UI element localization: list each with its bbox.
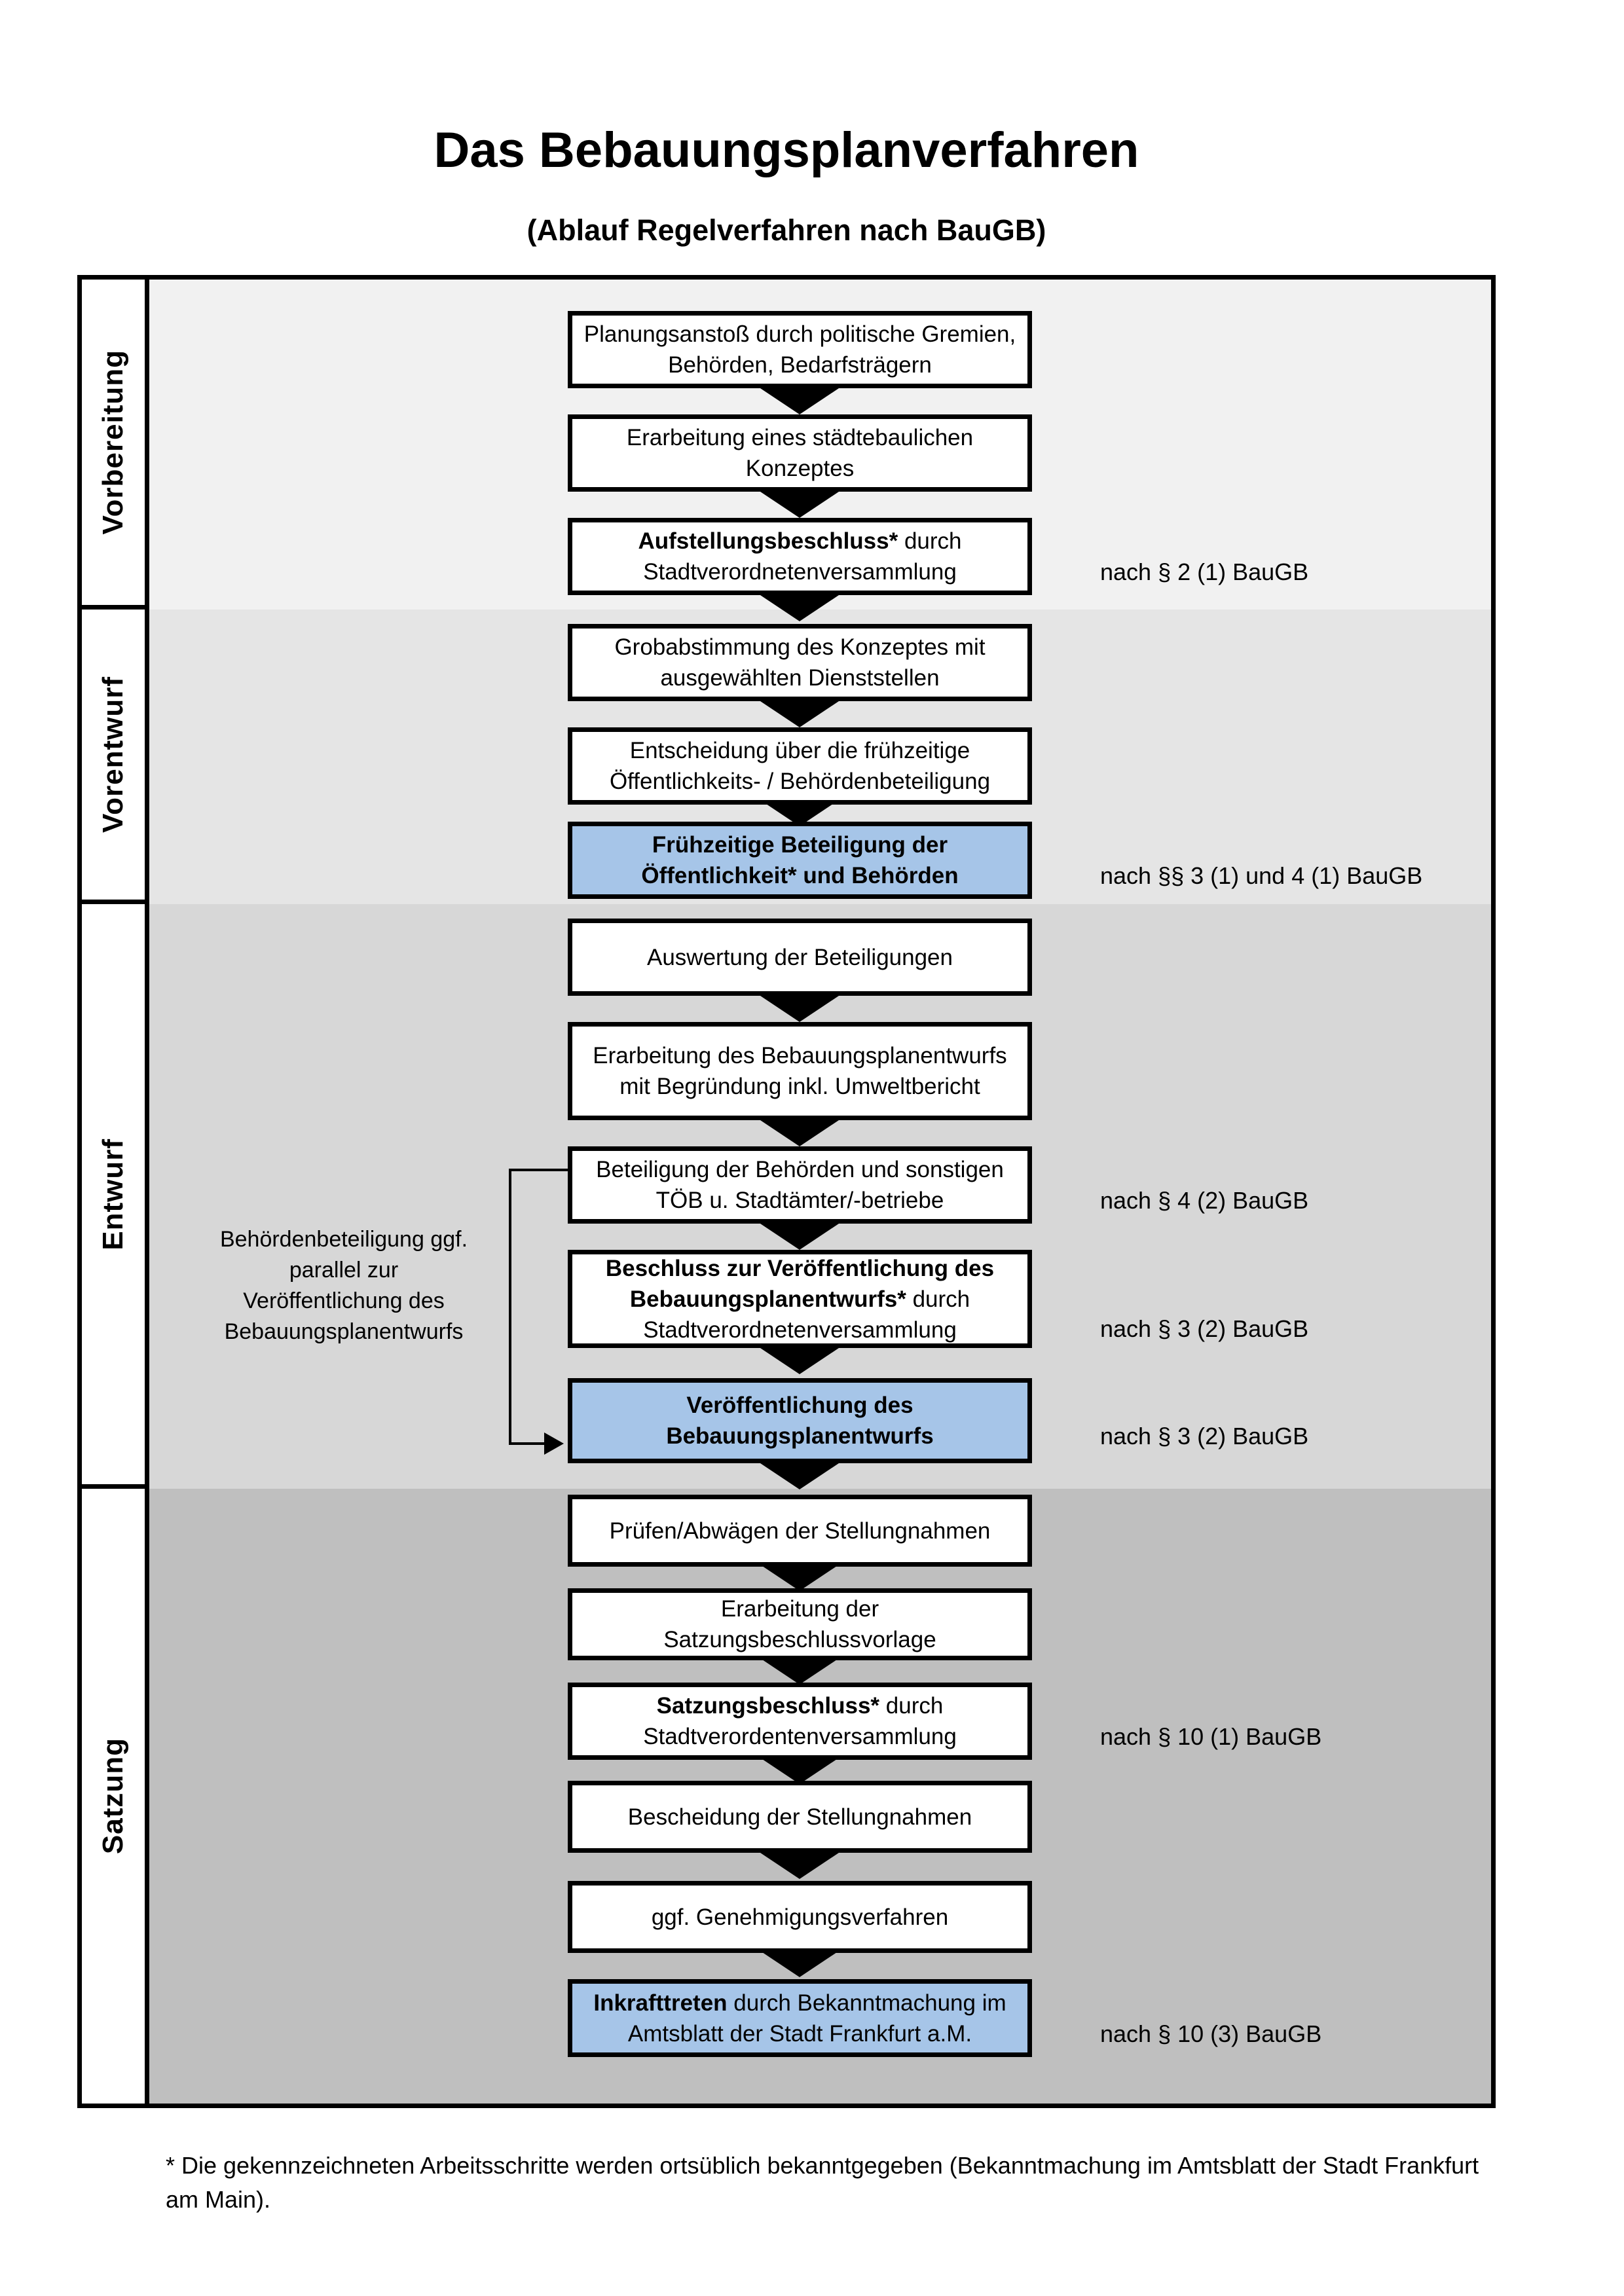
flow-box-planungsanstoss: Planungsanstoß durch politische Gremien,… — [568, 311, 1032, 388]
arrow-down-icon — [760, 1120, 839, 1146]
flow-box-genehmigungsverfahren: ggf. Genehmigungsverfahren — [568, 1881, 1032, 1953]
box-text: durch Stadtverordentenversammlung — [643, 1693, 957, 1749]
arrow-down-icon — [760, 595, 839, 621]
legal-reference: nach § 3 (2) BauGB — [1100, 1423, 1309, 1449]
flow-box-bescheidung-stellungnahmen: Bescheidung der Stellungnahmen — [568, 1781, 1032, 1853]
arrow-down-icon — [760, 1853, 839, 1879]
phase-label-text: Vorbereitung — [97, 350, 129, 535]
flow-box-auswertung-beteiligungen: Auswertung der Beteiligungen — [568, 919, 1032, 996]
phase-label-text: Vorentwurf — [97, 676, 129, 833]
legal-reference: nach § 10 (1) BauGB — [1100, 1723, 1322, 1750]
process-diagram-frame: Vorbereitung Vorentwurf Entwurf Satzung … — [77, 275, 1496, 2108]
flow-box-aufstellungsbeschluss: Aufstellungsbeschluss* durch Stadtverord… — [568, 518, 1032, 595]
box-text: Auswertung der Beteiligungen — [647, 944, 953, 970]
page-title: Das Bebauungsplanverfahren — [434, 122, 1139, 178]
flow-box-grobabstimmung: Grobabstimmung des Konzeptes mit ausgewä… — [568, 624, 1032, 701]
legal-reference: nach § 3 (2) BauGB — [1100, 1315, 1309, 1342]
footnote: * Die gekennzeichneten Arbeitsschritte w… — [166, 2152, 1479, 2213]
box-text-bold: Frühzeitige Beteiligung der Öffentlichke… — [641, 832, 959, 888]
box-text: Grobabstimmung des Konzeptes mit ausgewä… — [614, 634, 986, 691]
arrow-down-icon — [760, 996, 839, 1022]
parallel-connector-line — [509, 1442, 544, 1445]
box-text-bold: Veröffentlichung des Bebauungsplanentwur… — [666, 1393, 934, 1449]
flow-box-beschluss-veroeffentlichung: Beschluss zur Veröffentlichung des Bebau… — [568, 1250, 1032, 1348]
box-text: Entscheidung über die frühzeitige Öffent… — [609, 738, 991, 794]
parallel-connector-arrow-icon — [544, 1432, 564, 1455]
parallel-note: Behördenbeteiligung ggf. parallel zur Ve… — [219, 1227, 468, 1344]
arrow-down-icon — [760, 1565, 839, 1591]
flow-box-veroeffentlichung-entwurf: Veröffentlichung des Bebauungsplanentwur… — [568, 1378, 1032, 1463]
arrow-down-icon — [760, 701, 839, 727]
arrow-down-icon — [760, 1658, 839, 1685]
flow-box-bebauungsplanentwurf-erarbeitung: Erarbeitung des Bebauungsplanentwurfs mi… — [568, 1022, 1032, 1120]
flow-box-behoerdenbeteiligung-toeb: Beteiligung der Behörden und sonstigen T… — [568, 1146, 1032, 1224]
box-text-bold: Inkrafttreten — [593, 1990, 728, 2016]
arrow-down-icon — [760, 1951, 839, 1977]
legal-reference: nach § 10 (3) BauGB — [1100, 2020, 1322, 2047]
box-text: Beteiligung der Behörden und sonstigen T… — [596, 1157, 1004, 1213]
legal-reference: nach § 2 (1) BauGB — [1100, 558, 1309, 585]
phase-label-vorbereitung: Vorbereitung — [82, 280, 149, 610]
box-text-bold: Beschluss zur Veröffentlichung des Bebau… — [605, 1255, 995, 1312]
flow-box-inkrafttreten: Inkrafttreten durch Bekanntmachung im Am… — [568, 1979, 1032, 2057]
phase-label-satzung: Satzung — [82, 1489, 149, 2104]
parallel-connector-line — [509, 1169, 511, 1445]
flow-box-staedtebauliches-konzept: Erarbeitung eines städtebaulichen Konzep… — [568, 414, 1032, 492]
flow-box-satzungsbeschlussvorlage: Erarbeitung der Satzungsbeschlussvorlage — [568, 1588, 1032, 1660]
arrow-down-icon — [760, 1348, 839, 1374]
box-text-bold: Aufstellungsbeschluss* — [638, 528, 898, 554]
box-text-bold: Satzungsbeschluss* — [656, 1693, 880, 1719]
flow-box-entscheidung-fruehzeitige-beteiligung: Entscheidung über die frühzeitige Öffent… — [568, 727, 1032, 805]
box-text: Erarbeitung der Satzungsbeschlussvorlage — [663, 1596, 936, 1652]
box-text: durch Stadtverordnetenversammlung — [643, 528, 962, 585]
box-text: Planungsanstoß durch politische Gremien,… — [583, 321, 1016, 378]
box-text: ggf. Genehmigungsverfahren — [651, 1904, 949, 1930]
box-text: Bescheidung der Stellungnahmen — [627, 1804, 972, 1830]
box-text: durch Stadtverordnetenversammlung — [643, 1286, 970, 1343]
arrow-down-icon — [760, 1224, 839, 1250]
flow-box-satzungsbeschluss: Satzungsbeschluss* durch Stadtverordente… — [568, 1683, 1032, 1760]
arrow-down-icon — [760, 1758, 839, 1784]
box-text: durch Bekanntmachung im Amtsblatt der St… — [627, 1990, 1006, 2047]
box-text: Prüfen/Abwägen der Stellungnahmen — [609, 1518, 991, 1544]
phase-label-vorentwurf: Vorentwurf — [82, 610, 149, 904]
flow-box-fruehzeitige-beteiligung: Frühzeitige Beteiligung der Öffentlichke… — [568, 822, 1032, 899]
box-text: Erarbeitung eines städtebaulichen Konzep… — [626, 425, 974, 481]
phase-label-entwurf: Entwurf — [82, 904, 149, 1489]
arrow-down-icon — [760, 388, 839, 414]
phase-label-text: Entwurf — [97, 1138, 129, 1250]
page-subtitle: (Ablauf Regelverfahren nach BauGB) — [526, 213, 1046, 247]
phase-label-text: Satzung — [97, 1738, 129, 1855]
flow-box-pruefen-abwaegen: Prüfen/Abwägen der Stellungnahmen — [568, 1495, 1032, 1567]
parallel-connector-line — [509, 1169, 568, 1171]
legal-reference: nach §§ 3 (1) und 4 (1) BauGB — [1100, 862, 1423, 889]
arrow-down-icon — [760, 492, 839, 518]
arrow-down-icon — [760, 1463, 839, 1489]
legal-reference: nach § 4 (2) BauGB — [1100, 1187, 1309, 1214]
box-text: Erarbeitung des Bebauungsplanentwurfs mi… — [593, 1043, 1007, 1099]
